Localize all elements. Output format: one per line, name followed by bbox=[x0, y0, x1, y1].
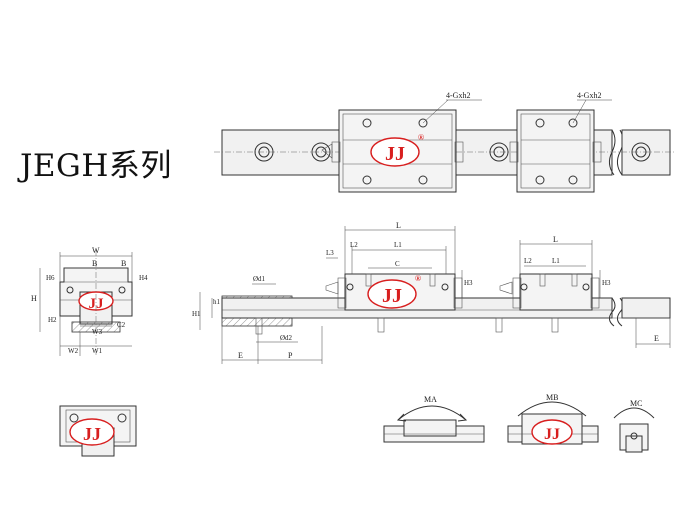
logo-text: JJ bbox=[385, 143, 405, 165]
dim-H: H bbox=[31, 294, 37, 303]
series-title: JEGH系列 bbox=[20, 148, 172, 184]
dim-L3: L3 bbox=[326, 249, 334, 257]
bolt-label-2: 4-Gxh2 bbox=[577, 91, 601, 100]
moment-MA: MA bbox=[383, 395, 485, 443]
dim-H1: H1 bbox=[192, 310, 201, 318]
dim-W: W bbox=[92, 246, 100, 255]
dim-L-block2: L bbox=[553, 235, 558, 244]
dim-h1: h1 bbox=[213, 298, 221, 306]
logo-ellipse bbox=[370, 137, 420, 167]
dim-P: P bbox=[288, 351, 293, 360]
dim-C: C bbox=[395, 260, 400, 268]
top-block-1: JJ ® bbox=[321, 109, 464, 193]
rail-hole bbox=[254, 142, 274, 162]
dim-W3: W3 bbox=[92, 328, 103, 336]
rail-hole bbox=[489, 142, 509, 162]
dim-L2: L2 bbox=[350, 241, 358, 249]
dim-B-2: B bbox=[121, 259, 126, 268]
moment-MA-label: MA bbox=[424, 395, 437, 404]
rail-hole bbox=[311, 142, 331, 162]
top-view: JJ ® 4-Gxh2 4-Gxh2 bbox=[214, 91, 676, 193]
side-logo-text: JJ bbox=[382, 285, 402, 307]
dim-d1: Ød1 bbox=[253, 275, 266, 283]
side-block-1: JJ ® bbox=[325, 273, 463, 311]
dim-L2-block2: L2 bbox=[524, 257, 532, 265]
dim-L1-block2: L1 bbox=[552, 257, 560, 265]
small-logo-text: JJ bbox=[83, 424, 101, 444]
bolt-label-1: 4-Gxh2 bbox=[446, 91, 470, 100]
dim-H4: H4 bbox=[139, 274, 148, 282]
side-block-2 bbox=[499, 273, 600, 311]
moment-logo-text: JJ bbox=[544, 426, 560, 443]
dim-d2: Ød2 bbox=[280, 334, 293, 342]
dim-L: L bbox=[396, 221, 401, 230]
dim-H3-block2: H3 bbox=[602, 279, 611, 287]
moment-MC: MC bbox=[613, 399, 655, 453]
side-view: JJ ® L L2 L1 L3 C bbox=[192, 221, 671, 364]
dim-W1: W1 bbox=[92, 347, 103, 355]
moment-MC-label: MC bbox=[630, 399, 642, 408]
small-front-view: JJ bbox=[59, 405, 137, 457]
moment-MB-label: MB bbox=[546, 393, 558, 402]
side-registered-mark: ® bbox=[415, 274, 421, 283]
dim-H3: H3 bbox=[464, 279, 473, 287]
rail-hole bbox=[631, 142, 651, 162]
dim-B: B bbox=[92, 259, 97, 268]
dim-H6: H6 bbox=[46, 274, 55, 282]
registered-mark: ® bbox=[418, 133, 424, 142]
dim-E-right: E bbox=[654, 334, 659, 343]
dim-C2: C2 bbox=[117, 321, 126, 329]
dim-W2: W2 bbox=[68, 347, 79, 355]
front-view: JJ W B B H H6 H4 H2 W3 C2 W2 W1 bbox=[31, 246, 148, 356]
moment-MB: JJ MB bbox=[507, 393, 599, 445]
top-block-2 bbox=[509, 109, 602, 193]
front-logo-text: JJ bbox=[89, 296, 105, 312]
dim-E: E bbox=[238, 351, 243, 360]
dim-H2: H2 bbox=[48, 316, 57, 324]
dim-L1: L1 bbox=[394, 241, 402, 249]
